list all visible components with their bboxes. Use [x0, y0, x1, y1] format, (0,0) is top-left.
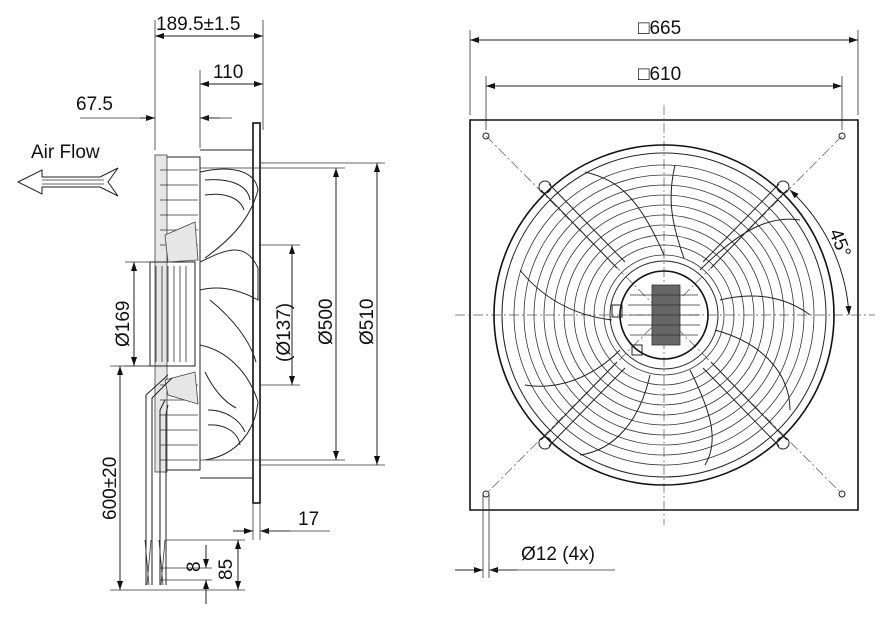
side-view: Air Flow 189.5±1.5 110 67.5 — [16, 14, 385, 604]
front-top-dimensions — [469, 30, 859, 130]
cable-length-label: 600±20 — [100, 457, 121, 520]
left-dimensions — [110, 261, 160, 591]
right-dimensions — [200, 162, 385, 466]
air-flow-label: Air Flow — [31, 142, 100, 163]
guard-grill — [513, 164, 815, 466]
motor-hub — [609, 260, 719, 370]
hub-diameter-label: Ø169 — [113, 301, 134, 347]
mounting-plate-side — [200, 122, 261, 504]
sleeve-length-label: 85 — [216, 559, 237, 580]
inner-diameter-label: (Ø137) — [274, 303, 295, 362]
motor-depth-label: 110 — [213, 62, 243, 83]
mounting-plate-front — [469, 119, 859, 511]
impeller-front — [519, 164, 811, 466]
strip-length-label: 8 — [184, 561, 205, 572]
top-dimensions — [80, 20, 264, 150]
bottom-dimensions — [160, 503, 330, 604]
air-flow-arrow — [16, 167, 119, 197]
ring-diameter-label: Ø510 — [357, 299, 378, 345]
plate-size-label: □665 — [638, 18, 681, 39]
mount-hole-dimension — [455, 494, 615, 578]
mount-holes-label: Ø12 (4x) — [521, 544, 595, 565]
cable-bundle — [144, 374, 173, 586]
motor-body — [149, 154, 201, 473]
plate-offset-label: 17 — [298, 509, 319, 530]
impeller-blades — [199, 168, 259, 461]
front-view: □665 □610 — [455, 18, 875, 578]
front-offset-label: 67.5 — [76, 94, 113, 115]
hole-spacing-label: □610 — [638, 64, 681, 85]
angle-dimension — [789, 189, 852, 316]
venturi-ring — [493, 144, 835, 486]
impeller-diameter-label: Ø500 — [316, 299, 337, 345]
overall-depth-label: 189.5±1.5 — [156, 14, 240, 35]
angle-label: 45° — [824, 226, 854, 261]
guard-struts — [538, 180, 790, 450]
